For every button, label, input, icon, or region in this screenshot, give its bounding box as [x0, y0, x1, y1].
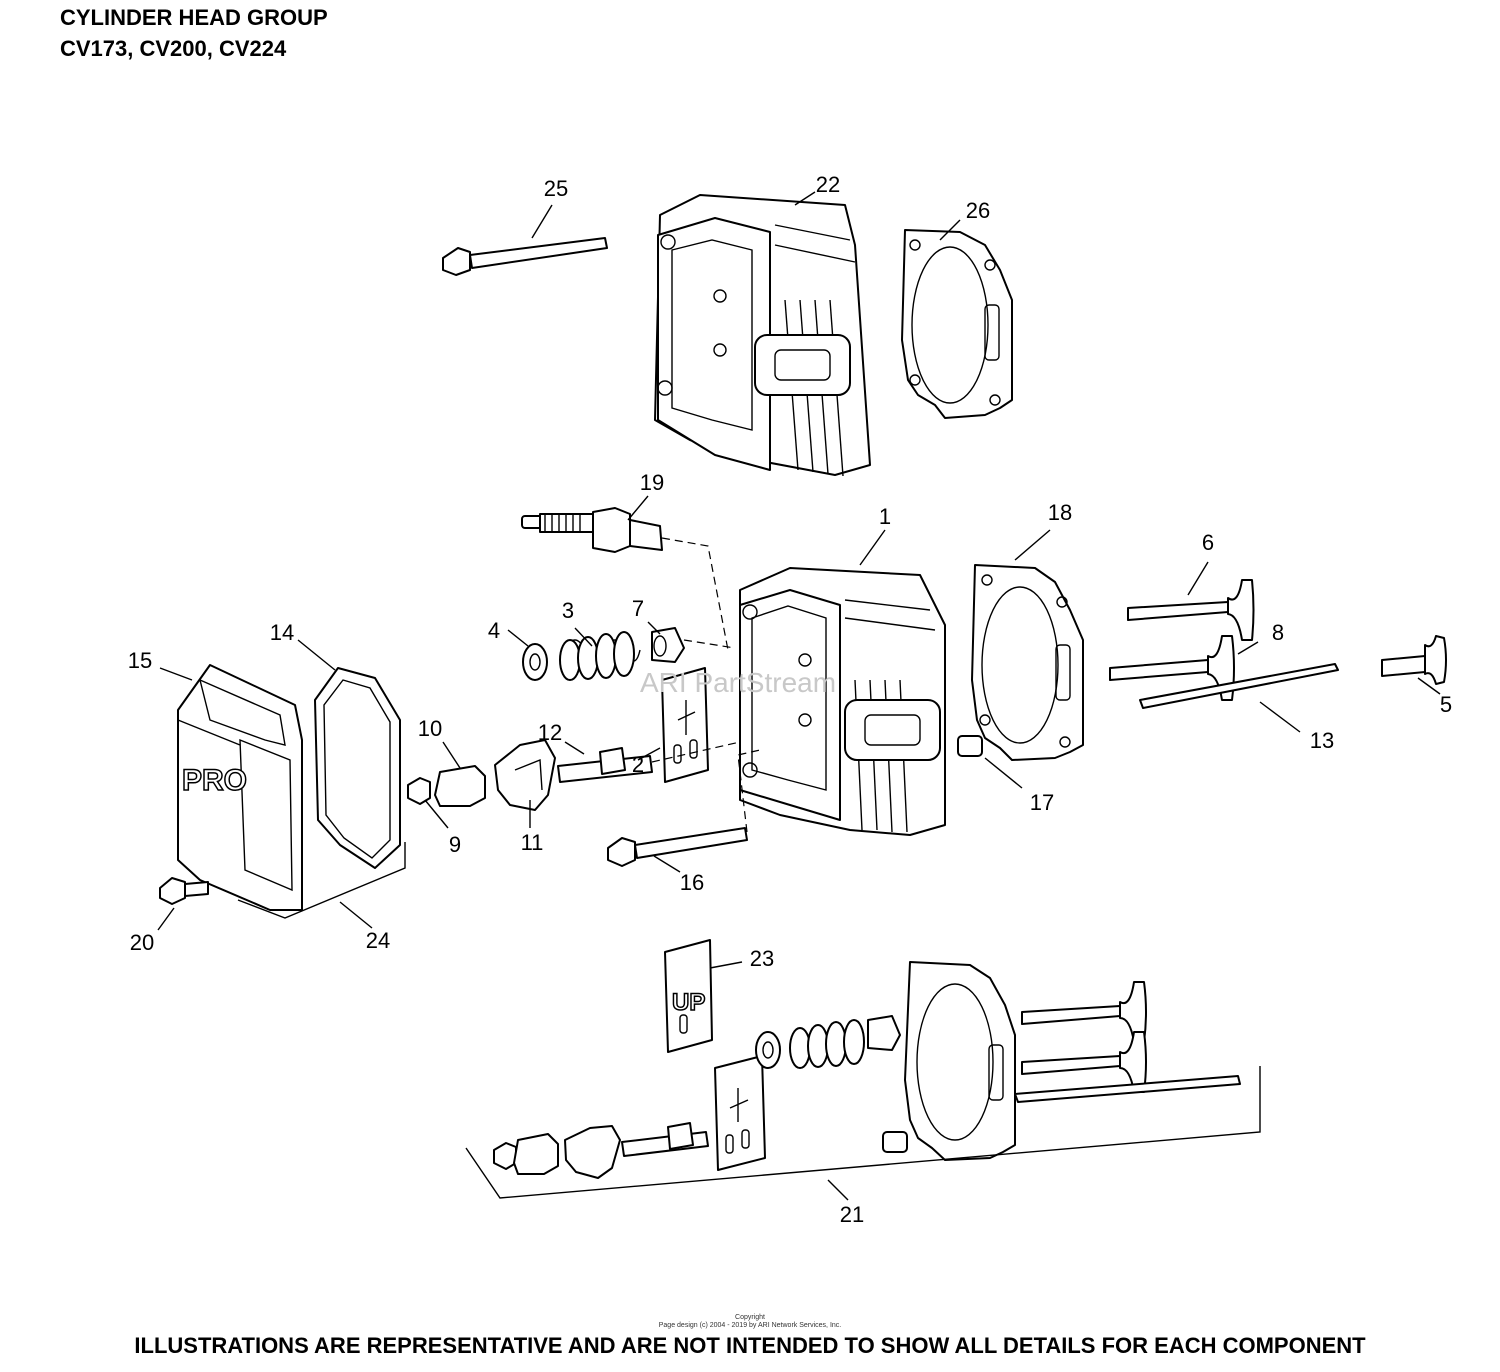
up-emboss-text: UP: [672, 989, 705, 1016]
head-bolt-top[interactable]: [442, 237, 608, 276]
head-bolt[interactable]: [607, 827, 748, 867]
kit-head-gasket[interactable]: [904, 961, 1016, 1161]
callout-16: 16: [680, 870, 704, 895]
gasket-kit-plate-23[interactable]: UP: [664, 939, 713, 1053]
callout-19: 19: [640, 470, 664, 495]
kit-rocker-pivot[interactable]: [513, 1133, 559, 1175]
spark-plug-guide: [661, 537, 729, 651]
callout-5: 5: [1440, 692, 1452, 717]
callout-21: 21: [840, 1202, 864, 1227]
kit-exhaust-valve[interactable]: [1021, 981, 1147, 1043]
title-line-2: CV173, CV200, CV224: [60, 36, 287, 61]
valve-cover[interactable]: PRO: [177, 664, 303, 911]
callout-9: 9: [449, 832, 461, 857]
callout-7: 7: [632, 596, 644, 621]
callout-17: 17: [1030, 790, 1054, 815]
callout-4: 4: [488, 618, 500, 643]
bracket-24: [237, 842, 406, 919]
bolt-guide-line: [737, 749, 761, 833]
push-rod-guide-plate[interactable]: [661, 667, 709, 783]
callout-22: 22: [816, 172, 840, 197]
callout-1: 1: [879, 504, 891, 529]
callout-23: 23: [750, 946, 774, 971]
callout-15: 15: [128, 648, 152, 673]
valve-spring[interactable]: [559, 631, 641, 681]
dowel-pin[interactable]: [957, 735, 983, 757]
spark-plug[interactable]: [521, 507, 663, 553]
copyright-line: Copyright: [735, 1314, 765, 1321]
callout-labels: 1 2 3 4 5 6 7 8 9 10 11 12 13 14 15 16 1…: [128, 172, 1452, 1227]
callout-3: 3: [562, 598, 574, 623]
rocker-stud[interactable]: [557, 747, 653, 783]
head-gasket-top[interactable]: [901, 229, 1013, 419]
kit-valve-stem-seal[interactable]: [867, 1015, 901, 1051]
gasket-kit-plate[interactable]: [714, 1055, 766, 1171]
cylinder-head-top[interactable]: [654, 194, 871, 477]
kit-valve-spring[interactable]: [789, 1019, 865, 1069]
callout-14: 14: [270, 620, 294, 645]
title-line-1: CYLINDER HEAD GROUP: [60, 5, 328, 30]
callout-26: 26: [966, 198, 990, 223]
push-rod[interactable]: [1139, 663, 1339, 709]
valve-guide-line: [683, 639, 736, 649]
callout-12: 12: [538, 720, 562, 745]
callout-2: 2: [632, 752, 644, 777]
kit-rocker-arm[interactable]: [564, 1125, 621, 1179]
page-design-credit: Page design (c) 2004 - 2019 by ARI Netwo…: [658, 1322, 842, 1329]
exhaust-valve[interactable]: [1127, 579, 1255, 641]
callout-24: 24: [366, 928, 390, 953]
rocker-arm[interactable]: [494, 739, 556, 811]
callout-18: 18: [1048, 500, 1072, 525]
valve-lifter[interactable]: [1381, 635, 1447, 685]
rocker-nut[interactable]: [407, 777, 431, 805]
leader-lines: [157, 191, 1441, 1201]
valve-stem-seal[interactable]: [651, 627, 685, 663]
callout-6: 6: [1202, 530, 1214, 555]
kit-rocker-nut[interactable]: [493, 1142, 517, 1170]
kit-spring-seat[interactable]: [755, 1031, 781, 1069]
diagram-title: CYLINDER HEAD GROUP CV173, CV200, CV224: [60, 2, 328, 64]
callout-25: 25: [544, 176, 568, 201]
stud-guide-line: [651, 741, 741, 763]
kit-rocker-stud[interactable]: [621, 1122, 709, 1157]
callout-8: 8: [1272, 620, 1284, 645]
kit-intake-valve[interactable]: [1021, 1031, 1147, 1093]
valve-cover-bolt[interactable]: [159, 877, 209, 905]
bracket-21: [465, 1066, 1261, 1199]
head-gasket-main[interactable]: [971, 564, 1084, 761]
valve-cover-gasket[interactable]: [314, 667, 401, 869]
cylinder-head-main[interactable]: [739, 567, 946, 836]
callout-13: 13: [1310, 728, 1334, 753]
callout-20: 20: [130, 930, 154, 955]
callout-11: 11: [521, 830, 544, 855]
watermark: ARI PartStream: [640, 667, 836, 698]
pro-emboss-text: PRO: [182, 764, 247, 797]
disclaimer-footer: ILLUSTRATIONS ARE REPRESENTATIVE AND ARE…: [134, 1333, 1366, 1358]
spring-seat[interactable]: [522, 643, 548, 681]
rocker-pivot[interactable]: [434, 765, 486, 807]
kit-dowel-pin[interactable]: [882, 1131, 908, 1153]
callout-10: 10: [418, 716, 442, 741]
kit-push-rod[interactable]: [1014, 1075, 1241, 1103]
